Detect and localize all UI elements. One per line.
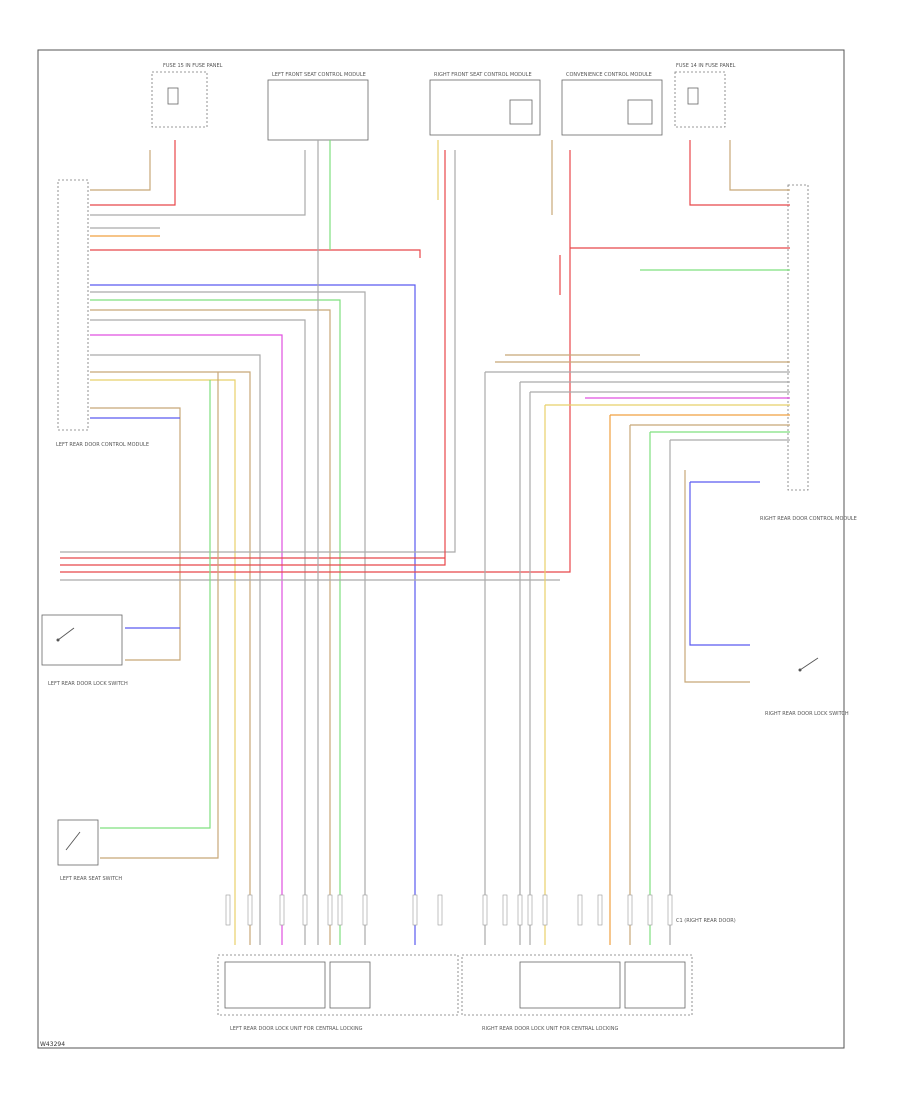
module-c: CONVENIENCE CONTROL MODULE (561, 72, 663, 136)
wire-tan (684, 470, 750, 683)
wire-blue (689, 481, 760, 646)
wire-red (90, 140, 176, 206)
wire-green (649, 431, 790, 945)
right-lock-unit: RIGHT REAR DOOR LOCK UNIT FOR CENTRAL LO… (461, 954, 693, 1032)
fuse-right: FUSE 14 IN FUSE PANEL (674, 63, 736, 128)
left-seat-switch: LEFT REAR SEAT SWITCH (57, 819, 122, 882)
connector-pin (437, 894, 443, 926)
wire-gray (90, 319, 306, 945)
wire-gray (90, 150, 306, 216)
connector-pin (527, 894, 533, 926)
wire-yellow (90, 379, 236, 945)
connector-pin (577, 894, 583, 926)
wire-red (90, 249, 421, 258)
wire-gray (669, 439, 790, 945)
connector-pin (517, 894, 523, 926)
right-door-module: RIGHT REAR DOOR CONTROL MODULE (760, 184, 857, 522)
wire-tan (729, 140, 790, 191)
svg-text:LEFT REAR DOOR LOCK SWITCH: LEFT REAR DOOR LOCK SWITCH (48, 681, 128, 687)
wire-gray (60, 150, 456, 553)
svg-text:LEFT REAR SEAT SWITCH: LEFT REAR SEAT SWITCH (60, 876, 122, 882)
diagram-id: W43294 (40, 1041, 65, 1048)
connector-pin (627, 894, 633, 926)
wire-blue (90, 284, 416, 945)
left-door-module: LEFT REAR DOOR CONTROL MODULE (56, 179, 149, 448)
wire-tan (629, 424, 790, 945)
wire-yellow (544, 404, 790, 945)
svg-text:FUSE 15 IN FUSE PANEL: FUSE 15 IN FUSE PANEL (163, 63, 223, 69)
connector-pin (337, 894, 343, 926)
connector-pin (502, 894, 508, 926)
left-door-switch: LEFT REAR DOOR LOCK SWITCH (41, 614, 128, 687)
svg-text:RIGHT REAR DOOR CONTROL MODULE: RIGHT REAR DOOR CONTROL MODULE (760, 516, 857, 522)
wire-tan (90, 371, 251, 945)
wire-group (60, 140, 790, 945)
right-door-switch: RIGHT REAR DOOR LOCK SWITCH (765, 657, 849, 717)
connector-pin (482, 894, 488, 926)
wire-green (100, 380, 211, 829)
connector-pin (247, 894, 253, 926)
svg-text:LEFT FRONT SEAT CONTROL MODULE: LEFT FRONT SEAT CONTROL MODULE (272, 72, 366, 78)
wire-gray (484, 371, 790, 945)
svg-text:RIGHT REAR DOOR LOCK SWITCH: RIGHT REAR DOOR LOCK SWITCH (765, 711, 849, 717)
wire-gray (90, 291, 366, 945)
connector-pin (362, 894, 368, 926)
wire-green (90, 299, 341, 945)
wire-tan (90, 407, 181, 661)
module-b: RIGHT FRONT SEAT CONTROL MODULE (429, 72, 541, 136)
svg-text:CONVENIENCE CONTROL MODULE: CONVENIENCE CONTROL MODULE (566, 72, 652, 78)
wire-tan (90, 150, 151, 191)
connector-pin (225, 894, 231, 926)
wire-gray (519, 381, 790, 945)
wire-tan (100, 372, 219, 859)
wire-red (60, 150, 446, 566)
wire-magenta (90, 334, 283, 945)
connector-pin (597, 894, 603, 926)
connector-note: C1 (RIGHT REAR DOOR) (676, 918, 736, 924)
svg-text:FUSE 14 IN FUSE PANEL: FUSE 14 IN FUSE PANEL (676, 63, 736, 69)
wire-tan (90, 309, 331, 945)
svg-text:RIGHT REAR DOOR LOCK UNIT FOR: RIGHT REAR DOOR LOCK UNIT FOR CENTRAL LO… (482, 1026, 618, 1032)
connector-pin (327, 894, 333, 926)
connector-pin (542, 894, 548, 926)
diagram-frame (37, 49, 845, 1049)
connector-pin (302, 894, 308, 926)
svg-text:LEFT REAR DOOR LOCK UNIT FOR C: LEFT REAR DOOR LOCK UNIT FOR CENTRAL LOC… (230, 1026, 363, 1032)
connector-pin (412, 894, 418, 926)
left-lock-unit: LEFT REAR DOOR LOCK UNIT FOR CENTRAL LOC… (217, 954, 459, 1032)
svg-text:LEFT REAR DOOR CONTROL MODULE: LEFT REAR DOOR CONTROL MODULE (56, 442, 149, 448)
svg-text:RIGHT FRONT SEAT CONTROL MODUL: RIGHT FRONT SEAT CONTROL MODULE (434, 72, 532, 78)
module-a: LEFT FRONT SEAT CONTROL MODULE (267, 72, 369, 141)
fuse-left: FUSE 15 IN FUSE PANEL (151, 63, 223, 128)
connector-pin (279, 894, 285, 926)
wire-red (60, 150, 571, 573)
connector-pin (647, 894, 653, 926)
wire-gray (529, 391, 790, 945)
wire-orange (609, 414, 790, 945)
wire-red (689, 140, 790, 206)
wire-gray (90, 354, 261, 945)
connector-pin (667, 894, 673, 926)
